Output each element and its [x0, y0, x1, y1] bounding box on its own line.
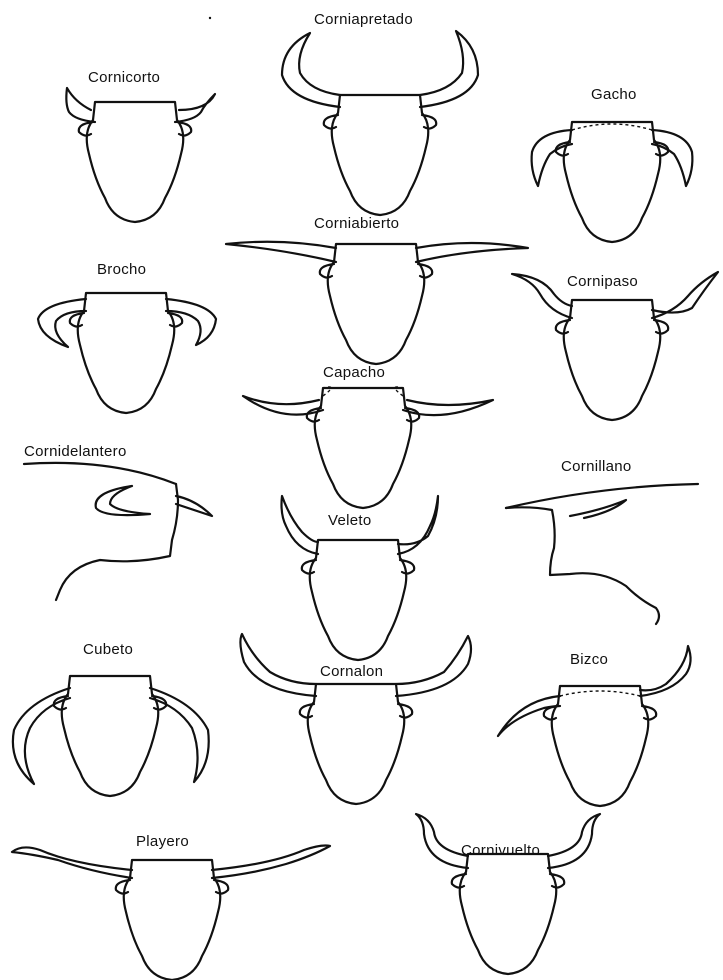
bull-corniabierto	[226, 242, 528, 364]
bull-playero	[12, 846, 330, 980]
label-cornipaso: Cornipaso	[567, 274, 638, 289]
bull-cornillano	[506, 484, 698, 624]
bull-cornidelantero	[24, 463, 212, 600]
bull-bizco	[498, 646, 691, 806]
label-playero: Playero	[136, 834, 189, 849]
label-brocho: Brocho	[97, 262, 146, 277]
label-corniapretado: Corniapretado	[314, 12, 413, 27]
label-capacho: Capacho	[323, 365, 385, 380]
speck	[209, 17, 211, 19]
label-cornicorto: Cornicorto	[88, 70, 160, 85]
label-cornivuelto: Cornivuelto	[461, 843, 540, 858]
label-cornillano: Cornillano	[561, 459, 632, 474]
label-cubeto: Cubeto	[83, 642, 133, 657]
label-bizco: Bizco	[570, 652, 608, 667]
bull-corniapretado	[282, 31, 478, 215]
bull-cubeto	[13, 676, 209, 796]
label-corniabierto: Corniabierto	[314, 216, 399, 231]
label-cornidelantero: Cornidelantero	[24, 444, 127, 459]
bull-gacho	[532, 122, 693, 242]
label-gacho: Gacho	[591, 87, 637, 102]
bull-cornipaso	[512, 272, 718, 420]
label-cornalon: Cornalon	[320, 664, 383, 679]
bull-cornivuelto	[416, 814, 600, 974]
bull-capacho	[243, 387, 493, 508]
label-veleto: Veleto	[328, 513, 372, 528]
bull-brocho	[38, 293, 216, 413]
bull-cornicorto	[66, 88, 215, 222]
